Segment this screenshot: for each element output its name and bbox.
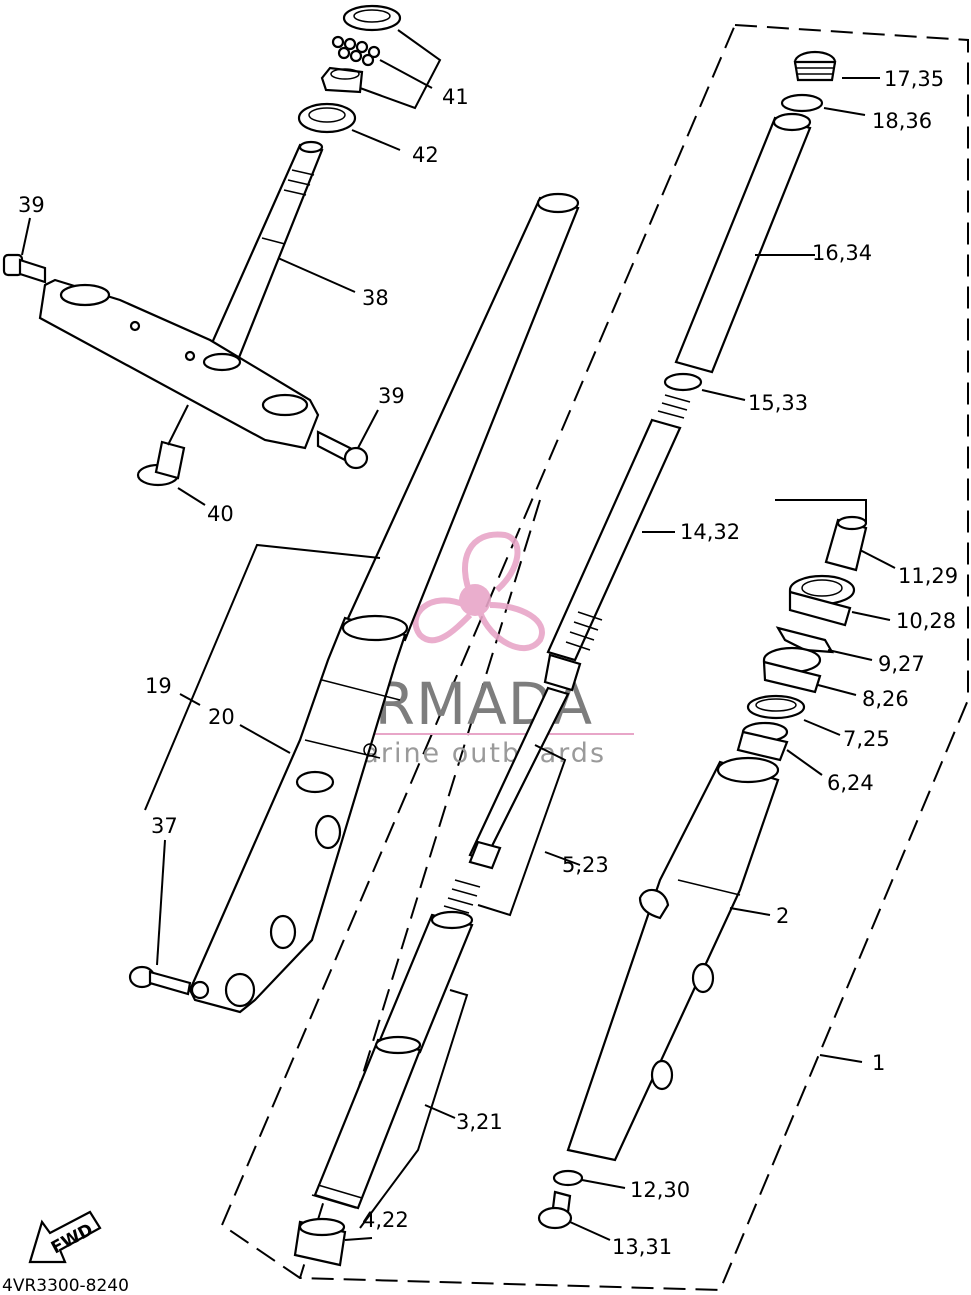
part-steering-stem [206,140,324,362]
callout-12-30: 12,30 [630,1178,690,1202]
callout-7-25: 7,25 [843,727,890,751]
part-spring-5 [443,879,481,914]
part-o-ring-18 [780,93,824,113]
part-oil-seal-8 [762,646,822,694]
part-bolt-39-right [316,430,369,470]
part-under-bracket [38,278,320,450]
callout-8-26: 8,26 [862,687,909,711]
part-cylinder-3 [311,910,474,1210]
propeller-logo-icon [412,531,545,652]
callout-15-33: 15,33 [748,391,808,415]
part-steel-balls [331,35,381,67]
callout-37: 37 [151,814,178,838]
callout-10-28: 10,28 [896,609,956,633]
callout-16-34: 16,34 [812,241,872,265]
callout-14-32: 14,32 [680,520,740,544]
callout-39-left: 39 [18,193,45,217]
part-collar-40 [136,440,186,487]
callout-41: 41 [442,85,469,109]
part-inner-tube-left [343,192,580,642]
part-damper-rod-14 [468,394,691,870]
part-bearing-cone [320,66,364,94]
callout-1: 1 [872,1051,885,1075]
part-washer-7 [746,694,806,720]
callout-17-35: 17,35 [884,67,944,91]
callout-40: 40 [207,502,234,526]
part-collar-4 [293,1217,347,1267]
callout-4-22: 4,22 [362,1208,409,1232]
callout-labels: 41 42 39 38 39 40 19 20 37 17,35 18,36 1… [18,67,958,1259]
callout-2: 2 [776,904,789,928]
part-seal-42 [297,102,357,134]
part-outer-tube-left [188,614,409,1014]
part-dust-seal-10 [788,574,856,627]
callout-19: 19 [145,674,172,698]
callout-5-23: 5,23 [562,853,609,877]
part-cap-bolt-17 [793,50,837,82]
callout-11-29: 11,29 [898,564,958,588]
part-bolt-13 [537,1190,573,1230]
part-bearing-race-upper [342,4,402,32]
callout-13-31: 13,31 [612,1235,672,1259]
callout-9-27: 9,27 [878,652,925,676]
callout-42: 42 [412,143,439,167]
callout-38: 38 [362,286,389,310]
part-slide-metal-6 [736,721,789,762]
callout-39-right: 39 [378,384,405,408]
part-oil-lock-piece-11 [824,515,868,572]
figure-code: 4VR3300-8240 [2,1276,129,1295]
fwd-arrow-icon: FWD [28,1210,102,1264]
part-washer-12 [552,1169,584,1187]
part-outer-tube-right-2 [566,756,780,1162]
watermark-tagline: marine outboards [334,738,606,769]
part-clip-9 [775,626,835,654]
callout-3-21: 3,21 [456,1110,503,1134]
callout-6-24: 6,24 [827,771,874,795]
callout-18-36: 18,36 [872,109,932,133]
part-bolt-39-left [2,253,47,284]
part-spacer-16 [674,112,812,374]
callout-20: 20 [208,705,235,729]
part-washer-15 [663,372,703,392]
part-bolt-37 [128,965,210,1000]
